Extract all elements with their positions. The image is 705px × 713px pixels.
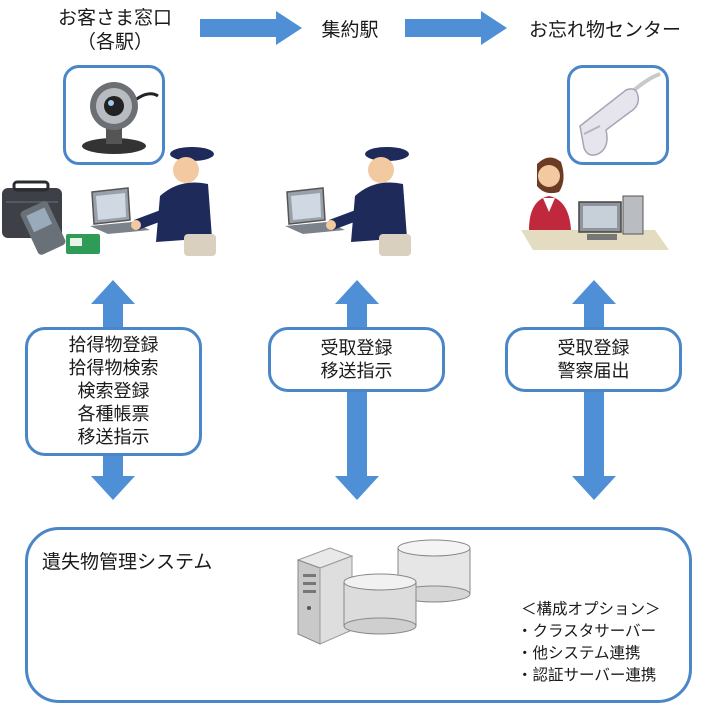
barcode-scanner-icon xyxy=(579,72,661,156)
database-icon xyxy=(343,573,417,635)
config-option: ・他システム連携 xyxy=(517,644,641,662)
station-staff-icon xyxy=(326,147,411,256)
station-title-hub: 集約駅 xyxy=(321,19,379,41)
config-option: ・認証サーバー連携 xyxy=(517,666,657,684)
task-item: 受取登録 xyxy=(557,337,630,359)
task-box-center: 受取登録 警察届出 xyxy=(505,327,682,392)
counter-scene xyxy=(2,147,216,256)
station-title-center: お忘れ物センター xyxy=(528,19,681,41)
phone-icon xyxy=(20,201,66,255)
monitor-icon xyxy=(578,195,644,240)
task-box-hub: 受取登録 移送指示 xyxy=(268,327,445,392)
webcam-card xyxy=(63,65,165,165)
flow-arrow-right xyxy=(405,11,507,45)
task-item: 拾得物検索 xyxy=(68,358,159,379)
task-item: 拾得物登録 xyxy=(68,335,159,356)
hub-scene xyxy=(285,147,411,256)
station-staff-icon xyxy=(131,147,216,256)
config-option: ・クラスタサーバー xyxy=(517,622,657,640)
station-title-line: （各駅） xyxy=(76,31,153,53)
ic-card-icon xyxy=(66,234,100,254)
task-item: 移送指示 xyxy=(77,427,150,448)
webcam-icon xyxy=(82,82,159,154)
config-options: ＜構成オプション＞ ・クラスタサーバー ・他システム連携 ・認証サーバー連携 xyxy=(517,598,661,686)
task-item: 検索登録 xyxy=(77,381,150,402)
scanner-card xyxy=(567,65,669,165)
station-title-counter: お客さま窓口 （各駅） xyxy=(40,6,190,54)
task-item: 移送指示 xyxy=(320,360,393,382)
center-scene xyxy=(521,157,669,250)
config-options-heading: ＜構成オプション＞ xyxy=(521,600,661,618)
flow-arrow-right xyxy=(200,11,302,45)
station-title-line: お客さま窓口 xyxy=(57,7,172,29)
call-center-operator-icon xyxy=(529,157,571,230)
server-database-group xyxy=(296,539,471,645)
task-item: 警察届出 xyxy=(557,360,630,382)
system-title: 遺失物管理システム xyxy=(42,551,213,573)
task-box-counter: 拾得物登録 拾得物検索 検索登録 各種帳票 移送指示 xyxy=(25,327,202,456)
task-item: 受取登録 xyxy=(320,337,393,359)
task-item: 各種帳票 xyxy=(77,404,150,425)
